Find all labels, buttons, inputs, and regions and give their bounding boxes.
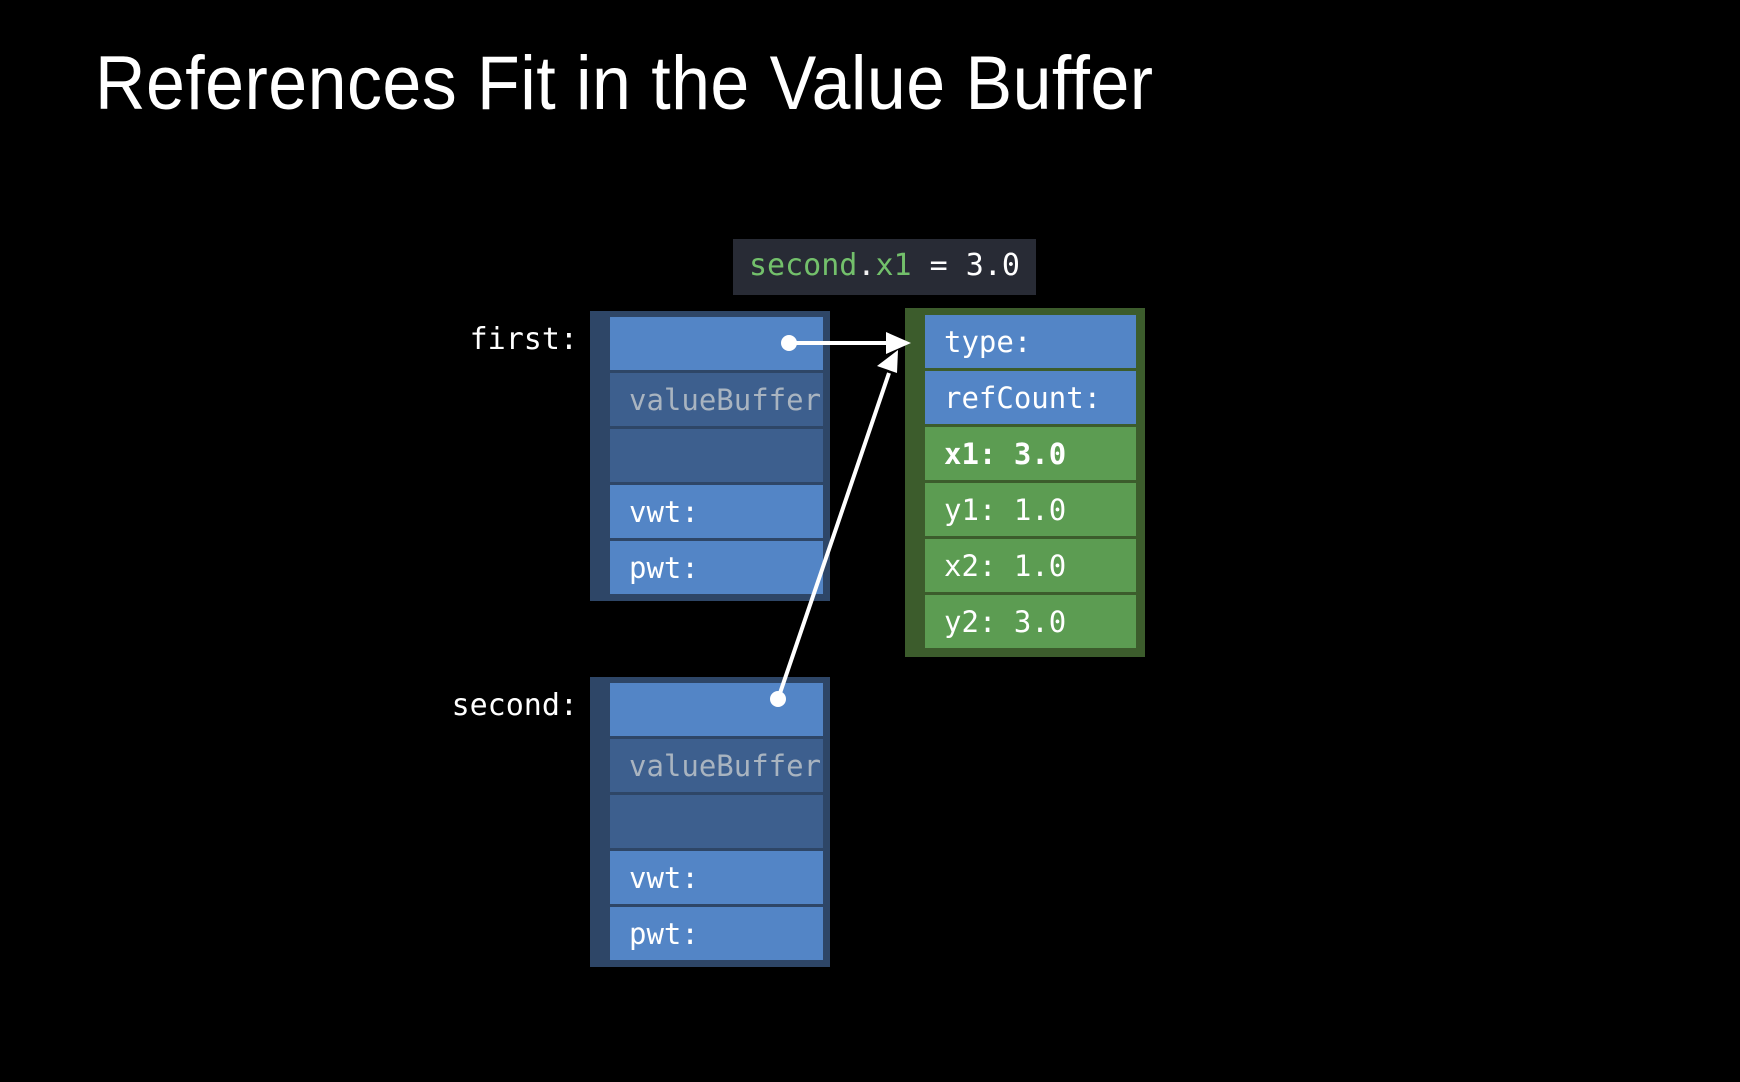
heap-cell-type: type:: [925, 315, 1136, 368]
code-token-space1: [912, 248, 930, 283]
struct-second-cell-pwt: pwt:: [610, 907, 823, 960]
struct-first-cell-reference: [610, 317, 823, 370]
page-title: References Fit in the Value Buffer: [95, 41, 1154, 126]
code-token-operator: =: [929, 248, 948, 283]
heap-cell-x2: x2: 1.0: [925, 539, 1136, 592]
struct-box-second: valueBuffer vwt: pwt:: [590, 677, 830, 967]
struct-first-cell-padding: [610, 429, 823, 482]
code-token-property: x1: [875, 248, 912, 283]
struct-box-first: valueBuffer vwt: pwt:: [590, 311, 830, 601]
code-token-space2: [948, 248, 966, 283]
struct-second-cell-vwt: vwt:: [610, 851, 823, 904]
struct-first-cell-pwt: pwt:: [610, 541, 823, 594]
struct-first-cell-valuebuffer: valueBuffer: [610, 373, 823, 426]
heap-cell-y2: y2: 3.0: [925, 595, 1136, 648]
heap-cell-refcount: refCount:: [925, 371, 1136, 424]
code-token-object: second: [749, 248, 858, 283]
struct-label-first: first:: [469, 322, 578, 357]
struct-label-second: second:: [451, 688, 578, 723]
code-snippet-badge: second.x1 = 3.0: [733, 239, 1036, 295]
struct-second-cell-reference: [610, 683, 823, 736]
struct-second-cell-valuebuffer: valueBuffer: [610, 739, 823, 792]
code-token-dot: .: [857, 248, 876, 283]
heap-cell-y1: y1: 1.0: [925, 483, 1136, 536]
heap-object-box: type: refCount: x1: 3.0 y1: 1.0 x2: 1.0 …: [905, 308, 1145, 657]
struct-first-cell-vwt: vwt:: [610, 485, 823, 538]
heap-cell-x1: x1: 3.0: [925, 427, 1136, 480]
struct-second-cell-padding: [610, 795, 823, 848]
code-token-value: 3.0: [965, 248, 1020, 283]
